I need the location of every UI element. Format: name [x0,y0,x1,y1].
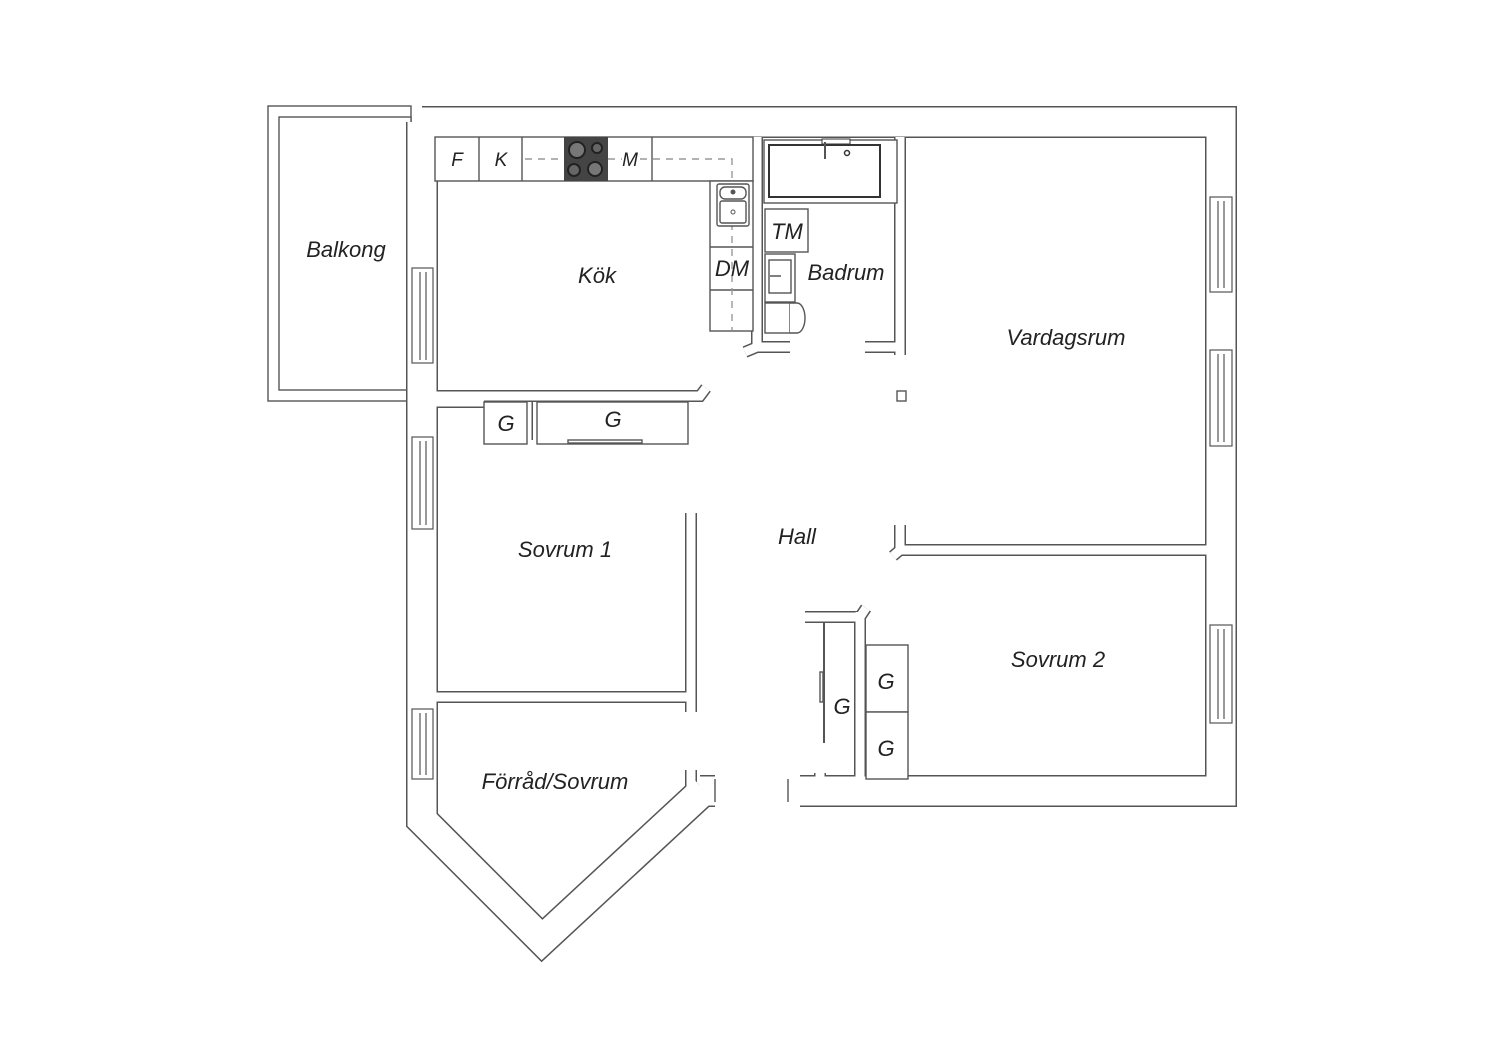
room-kok: Kök [578,263,617,288]
room-forrad: Förråd/Sovrum [482,769,629,794]
closet-label: G [604,407,621,432]
kitchen-counters: F K M DM [434,136,754,332]
room-badrum: Badrum [807,260,884,285]
stove-icon [564,137,608,181]
windows [411,196,1233,780]
room-vardagsrum: Vardagsrum [1006,325,1125,350]
walls [406,106,1237,963]
fixture-fridge: F [451,150,464,171]
closet-label: G [833,694,850,719]
fixture-dishwasher: DM [715,256,750,281]
room-balkong: Balkong [306,237,386,262]
fixture-microwave: M [622,150,638,171]
closet-label: G [877,669,894,694]
sink-icon [716,183,750,227]
room-sovrum2: Sovrum 2 [1011,647,1105,672]
room-labels: Balkong Kök Badrum Vardagsrum Hall Sovru… [306,237,1125,794]
closets: G G G G G [483,390,909,780]
fixture-washer: TM [771,219,803,244]
closet-label: G [497,411,514,436]
column [896,390,907,402]
room-hall: Hall [778,524,817,549]
closet-label: G [877,736,894,761]
bathroom-fixtures: TM [763,138,898,334]
fixture-freezer: K [495,150,509,171]
balcony [267,105,412,402]
room-sovrum1: Sovrum 1 [518,537,612,562]
